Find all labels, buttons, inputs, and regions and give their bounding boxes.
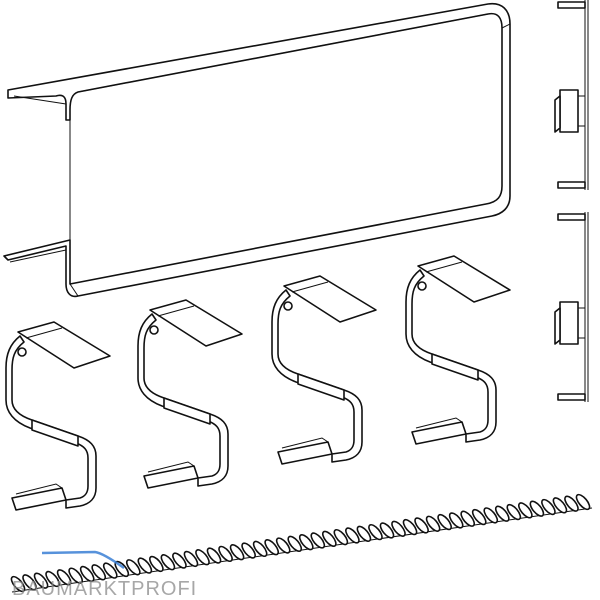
strip-tooth [264, 539, 280, 556]
strip-tooth [22, 574, 37, 591]
strip-tooth [425, 515, 441, 532]
strip-tooth [506, 503, 522, 521]
clip-2 [137, 299, 243, 489]
strip-tooth [298, 534, 314, 551]
strip-tooth [379, 522, 395, 539]
strip-tooth [552, 497, 568, 514]
clip-3 [271, 275, 377, 465]
strip-tooth [45, 570, 60, 588]
strip-tooth [68, 567, 83, 584]
strip-tooth [241, 542, 256, 559]
strip-tooth [56, 569, 72, 586]
strip-tooth [195, 549, 210, 566]
strip-tooth [345, 527, 360, 544]
strip-tooth [575, 493, 591, 511]
strip-tooth [368, 523, 383, 541]
clip-1 [5, 321, 111, 511]
strip-tooth [448, 512, 464, 529]
strip-tooth [471, 508, 487, 526]
strip-tooth [321, 530, 337, 547]
strip-tooth [356, 525, 372, 542]
strip-tooth [33, 572, 49, 589]
strip-tooth [414, 517, 429, 534]
strip-tooth [529, 500, 545, 517]
strip-tooth [206, 547, 222, 564]
strip-tooth [518, 502, 533, 519]
strip-tooth [137, 557, 153, 574]
strip-tooth [172, 552, 187, 569]
strip-tooth [402, 518, 418, 536]
strip-tooth [252, 540, 268, 558]
strip-tooth [275, 537, 291, 554]
strip-tooth [149, 555, 164, 573]
strip-tooth [79, 565, 95, 583]
watermark-swoosh [41, 550, 125, 570]
strip-tooth [564, 495, 579, 512]
strip-tooth [91, 564, 107, 581]
strip-tooth [483, 507, 499, 524]
channel-profile [3, 2, 511, 298]
strip-tooth [333, 528, 349, 546]
strip-tooth [494, 505, 510, 522]
strip-tooth [10, 575, 26, 593]
strip-tooth [310, 532, 326, 549]
strip-tooth [391, 520, 406, 537]
strip-tooth [229, 544, 245, 561]
strip-tooth [437, 513, 452, 531]
serrated-strip [10, 493, 593, 593]
strip-tooth [183, 550, 199, 568]
end-rail-top [554, 0, 589, 191]
strip-tooth [460, 510, 476, 527]
strip-tooth [102, 562, 118, 579]
strip-tooth [160, 554, 176, 571]
strip-tooth [125, 559, 141, 576]
strip-tooth [541, 498, 556, 516]
clip-4 [405, 255, 511, 445]
strip-tooth [287, 535, 303, 552]
strip-tooth [218, 545, 233, 563]
end-rail-bottom [554, 211, 589, 403]
watermark: BAUMARKTPROFI [12, 578, 198, 600]
